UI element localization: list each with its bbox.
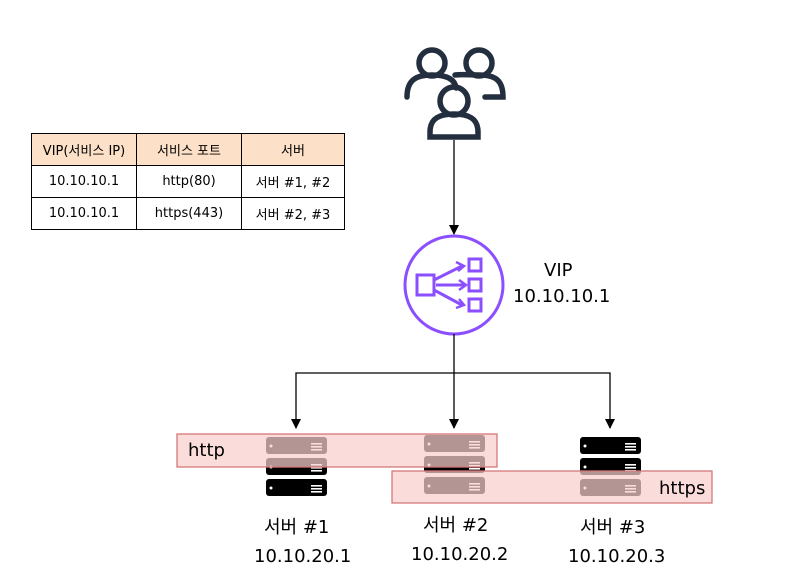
table-cell: 10.10.10.1 bbox=[31, 165, 137, 198]
table-header-row: VIP(서비스 IP) 서비스 포트 서버 bbox=[31, 133, 345, 166]
https-label: https bbox=[659, 478, 706, 499]
table-row: 10.10.10.1 http(80) 서버 #1, #2 bbox=[31, 165, 345, 198]
server-2-ip: 10.10.20.2 bbox=[411, 544, 509, 565]
users-icon bbox=[404, 47, 506, 140]
table-cell: https(443) bbox=[136, 197, 242, 230]
vip-service-table: VIP(서비스 IP) 서비스 포트 서버 10.10.10.1 http(80… bbox=[31, 133, 345, 230]
server-3-name: 서버 #3 bbox=[580, 517, 646, 538]
table-header-cell: 서버 bbox=[241, 133, 345, 166]
server-2-name: 서버 #2 bbox=[423, 515, 489, 536]
server-1-ip: 10.10.20.1 bbox=[254, 546, 352, 567]
table-cell: 10.10.10.1 bbox=[31, 197, 137, 230]
vip-title: VIP bbox=[544, 260, 573, 281]
https-band bbox=[391, 470, 713, 504]
table-cell: 서버 #1, #2 bbox=[241, 165, 345, 198]
server-3-ip: 10.10.20.3 bbox=[568, 546, 666, 567]
vip-ip: 10.10.10.1 bbox=[513, 286, 611, 307]
table-header-cell: VIP(서비스 IP) bbox=[31, 133, 137, 166]
http-band bbox=[176, 433, 498, 468]
http-label: http bbox=[188, 440, 225, 461]
arrows-vip-to-servers bbox=[291, 334, 615, 429]
server-1-name: 서버 #1 bbox=[264, 517, 330, 538]
table-cell: http(80) bbox=[136, 165, 242, 198]
table-header-cell: 서비스 포트 bbox=[136, 133, 242, 166]
table-cell: 서버 #2, #3 bbox=[241, 197, 345, 230]
load-balancer-icon bbox=[403, 234, 505, 336]
table-row: 10.10.10.1 https(443) 서버 #2, #3 bbox=[31, 197, 345, 230]
